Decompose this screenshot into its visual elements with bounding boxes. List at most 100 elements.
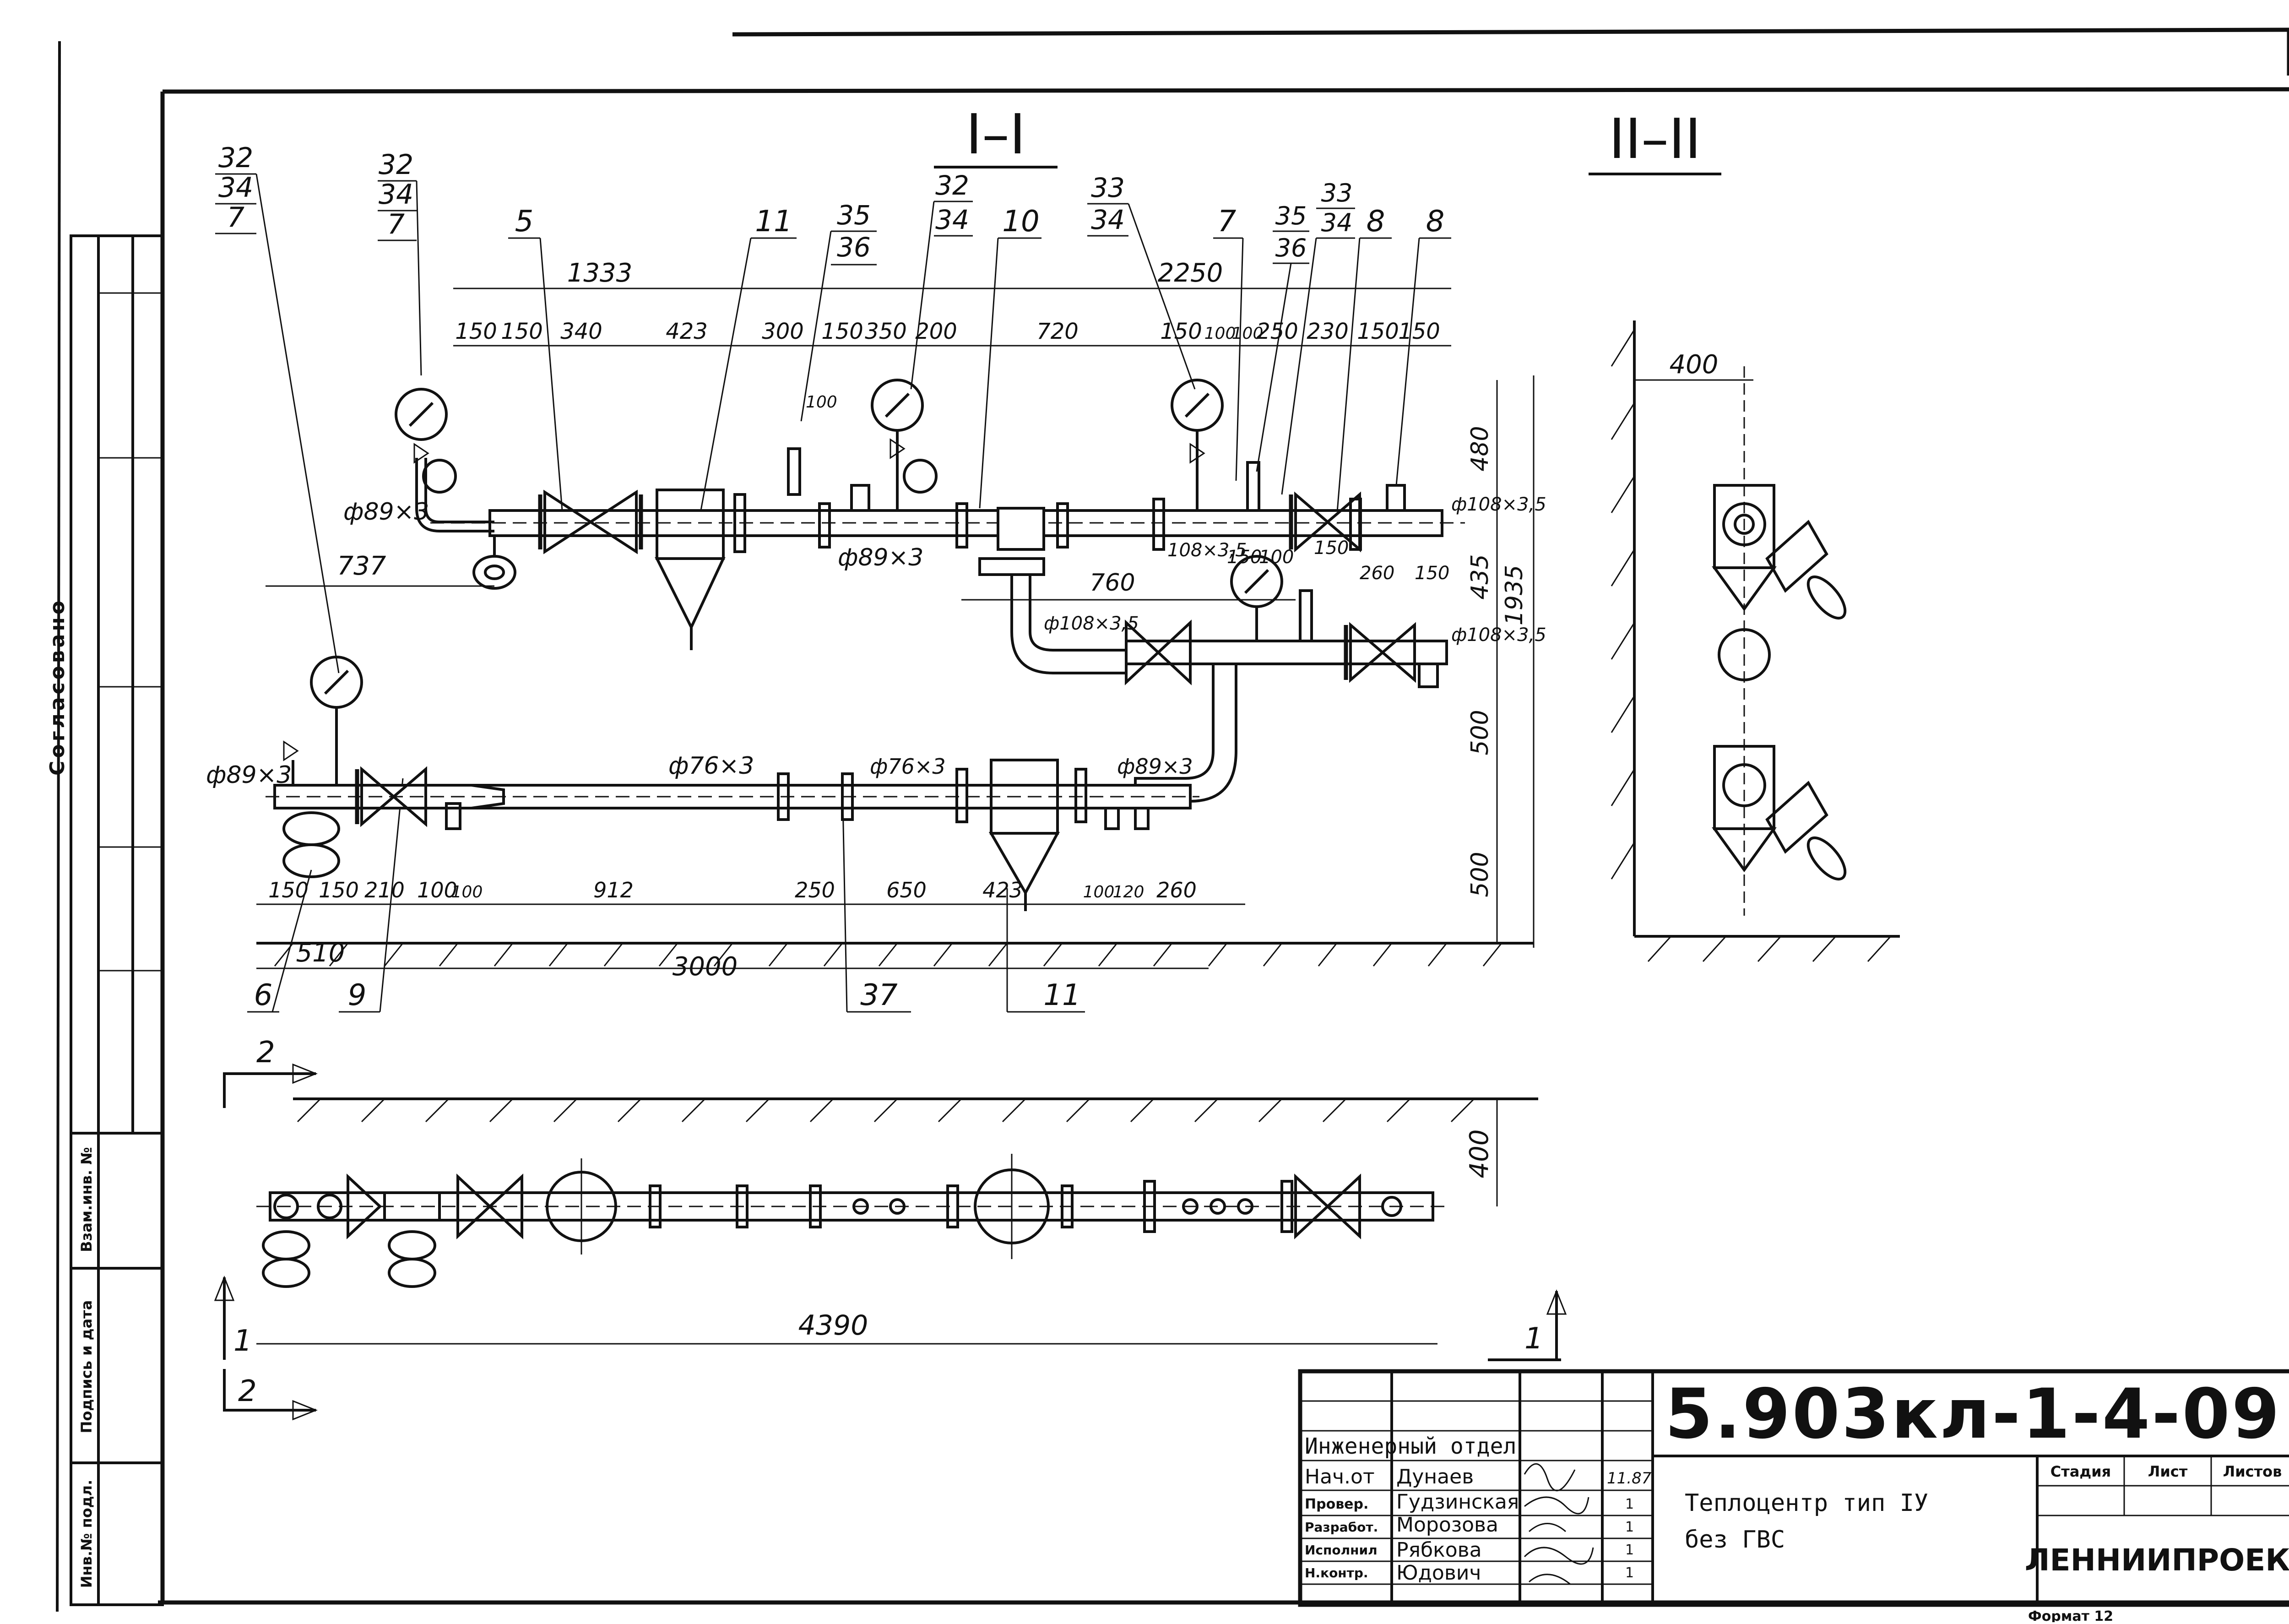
dim-top-15: 150 bbox=[1357, 319, 1399, 344]
dim-b-6: 912 bbox=[593, 878, 634, 902]
description-line1: Теплоцентр тип IУ bbox=[1685, 1489, 1928, 1517]
dim-top-11: 100 bbox=[1204, 324, 1236, 343]
callout-g: 10 bbox=[1002, 205, 1039, 239]
callout-e-line2: 36 bbox=[837, 232, 871, 263]
approved-label: Согласовано bbox=[46, 598, 69, 776]
side-label-signature: Подпись и дата bbox=[78, 1300, 95, 1434]
callout-leaders: 32 34 7 32 34 7 5 11 35 36 32 34 bbox=[215, 142, 1451, 1013]
dim-top-16: 150 bbox=[1398, 319, 1440, 344]
dim-top-5: 300 bbox=[762, 319, 804, 344]
dim-b-5: 100 bbox=[451, 883, 483, 902]
dim-b-8: 650 bbox=[886, 878, 927, 902]
dim-top-12: 100 bbox=[1232, 324, 1264, 343]
cut-marker-2-bottom: 2 bbox=[238, 1374, 257, 1408]
callout-c: 5 bbox=[515, 205, 534, 239]
callout-f-line2: 34 bbox=[935, 204, 969, 235]
gate-valve-icon bbox=[355, 766, 427, 827]
lower-pipeline bbox=[256, 656, 1534, 967]
dim-top-13: 250 bbox=[1256, 319, 1298, 344]
row-date-2: 1 bbox=[1625, 1496, 1634, 1512]
pressure-gauge-icon bbox=[1230, 555, 1283, 641]
callout-i: 7 bbox=[1218, 205, 1237, 239]
callout-q: 11 bbox=[1043, 978, 1080, 1012]
row-date-1: 11.87 bbox=[1607, 1469, 1652, 1488]
pressure-gauge-icon bbox=[1171, 379, 1224, 511]
format-label: Формат 12 bbox=[2028, 1608, 2113, 1622]
callout-f-line1: 32 bbox=[935, 170, 969, 201]
dim-top-10: 150 bbox=[1160, 319, 1202, 344]
dim-plan-4390: 4390 bbox=[798, 1309, 868, 1342]
dimension-lines: 1333 2250 150 150 340 423 300 150 350 20… bbox=[256, 258, 1535, 982]
pipe-label-76-b: ф76×3 bbox=[870, 754, 946, 779]
dim-mid-4: 150 bbox=[1314, 538, 1349, 559]
callout-a-line1: 32 bbox=[218, 142, 253, 174]
dim-r-500b: 500 bbox=[1466, 852, 1494, 897]
dim-b-1: 150 bbox=[268, 878, 309, 902]
dim-737: 737 bbox=[337, 551, 386, 581]
dim-b-2: 150 bbox=[319, 878, 359, 902]
section-titles: I–I II–II bbox=[934, 103, 1721, 175]
gate-valve-icon bbox=[1289, 491, 1361, 553]
callout-b-line2: 34 bbox=[379, 179, 413, 211]
callout-b-line1: 32 bbox=[379, 149, 413, 181]
dim-r-480: 480 bbox=[1466, 426, 1494, 471]
pipe-label-89-right: ф89×3 bbox=[1117, 754, 1193, 779]
sheets-header: Листов bbox=[2223, 1463, 2282, 1480]
row-role-4: Исполнил bbox=[1305, 1543, 1378, 1558]
callout-o: 9 bbox=[348, 978, 367, 1012]
callout-j-line2: 36 bbox=[1275, 234, 1307, 262]
pressure-gauge-icon bbox=[310, 656, 363, 785]
row-role-5: Н.контр. bbox=[1305, 1565, 1368, 1581]
doc-number: 5.903кл-1-4-09 bbox=[1665, 1374, 2281, 1454]
row-date-4: 1 bbox=[1625, 1542, 1634, 1558]
organization-name: ЛЕННИИПРОЕКТ bbox=[2025, 1543, 2289, 1578]
callout-e-line1: 35 bbox=[837, 200, 871, 231]
dim-b-12: 260 bbox=[1156, 878, 1197, 902]
dim-b-11: 120 bbox=[1113, 883, 1144, 902]
dim-top-7: 350 bbox=[865, 319, 907, 344]
callout-n: 6 bbox=[254, 978, 273, 1012]
gate-valve-icon bbox=[538, 489, 643, 554]
pipe-labels: ф89×3 ф89×3 ф108×3,5 ф108×3,5 ф108×3,5 ф… bbox=[206, 494, 1546, 789]
dim-small-100: 100 bbox=[806, 393, 837, 412]
title-block: 5.903кл-1-4-09 Инженерный отдел Нач.от Д… bbox=[1298, 1369, 2289, 1624]
callout-j-line1: 35 bbox=[1275, 201, 1307, 230]
dim-top-1: 150 bbox=[455, 319, 497, 344]
side-label-inventory: Инв.№ подл. bbox=[78, 1480, 95, 1588]
signature-marks bbox=[1524, 1463, 1594, 1585]
dim-b-10: 100 bbox=[1083, 883, 1115, 902]
dim-mid-3: 100 bbox=[1259, 547, 1294, 568]
section-2-view: 400 bbox=[1611, 320, 1900, 962]
stage-header: Стадия bbox=[2050, 1463, 2111, 1480]
row-name-3: Морозова bbox=[1396, 1513, 1498, 1537]
callout-l: 8 bbox=[1367, 205, 1385, 239]
callout-h-line1: 33 bbox=[1091, 172, 1125, 203]
section-2-title: II–II bbox=[1609, 108, 1701, 171]
sheet-frame: Согласовано Взам.инв. № Подпись и дата И… bbox=[46, 27, 2289, 1612]
row-role-3: Разработ. bbox=[1305, 1520, 1378, 1535]
row-date-3: 1 bbox=[1625, 1519, 1634, 1535]
pressure-gauge-icon bbox=[871, 379, 938, 511]
row-date-5: 1 bbox=[1625, 1565, 1634, 1581]
dim-1333: 1333 bbox=[567, 258, 633, 288]
pipe-label-89-left: ф89×3 bbox=[206, 761, 292, 789]
dim-mid-2: 150 bbox=[1227, 547, 1262, 568]
callout-k-line1: 33 bbox=[1321, 179, 1353, 207]
row-role-2: Провер. bbox=[1305, 1496, 1368, 1512]
description-line2: без ГВС bbox=[1685, 1526, 1785, 1553]
side-label-replacement: Взам.инв. № bbox=[78, 1147, 95, 1252]
dim-sec2-400: 400 bbox=[1670, 350, 1719, 380]
dim-510: 510 bbox=[296, 938, 345, 968]
cut-marker-1-left: 1 bbox=[233, 1324, 252, 1358]
row-name-5: Юдович bbox=[1396, 1561, 1481, 1585]
upper-pipeline bbox=[395, 379, 1465, 803]
dim-r-435: 435 bbox=[1466, 554, 1494, 599]
sheet-header: Лист bbox=[2148, 1463, 2188, 1480]
row-name-2: Гудзинская bbox=[1396, 1490, 1519, 1514]
dim-b-3: 210 bbox=[364, 878, 405, 902]
callout-d: 11 bbox=[755, 205, 792, 239]
pipe-label-76-a: ф76×3 bbox=[668, 752, 754, 780]
dim-r-1935: 1935 bbox=[1501, 565, 1528, 625]
